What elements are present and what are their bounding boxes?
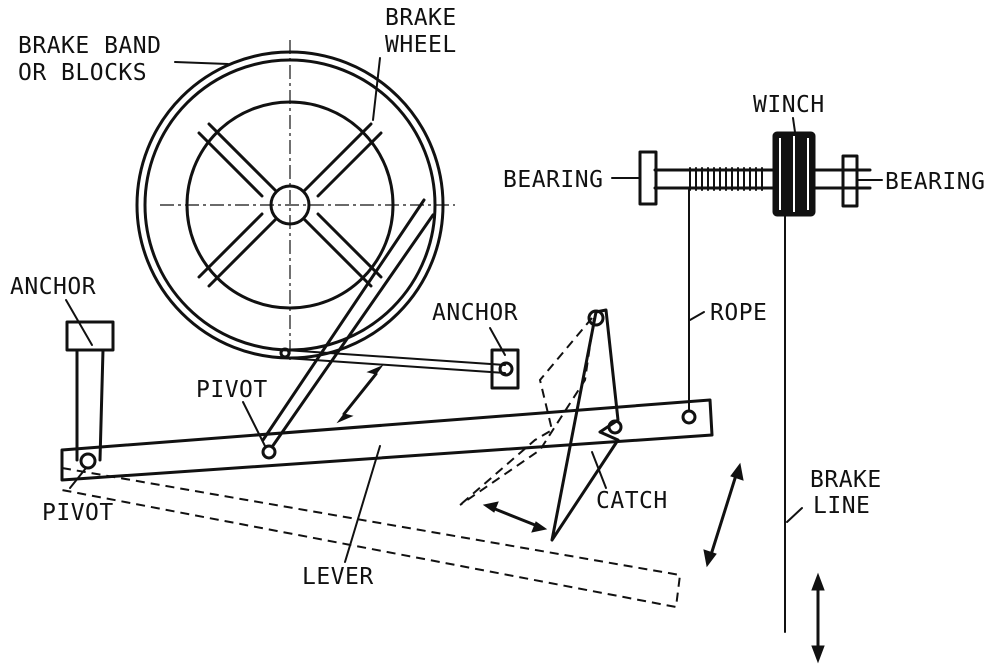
brake-wheel	[135, 40, 455, 360]
leader-winch	[792, 117, 796, 133]
bearing-right-housing	[841, 154, 859, 208]
winch-assembly	[638, 131, 872, 217]
catch-released-position	[459, 317, 595, 506]
anchor-right	[490, 348, 520, 390]
lever-bar	[60, 398, 714, 482]
tie-rod-pin	[279, 347, 291, 359]
label-brake-wheel-line2: WHEEL	[385, 32, 457, 58]
label-pivot-upper: PIVOT	[196, 377, 268, 403]
arrow-band-strap	[336, 364, 384, 424]
catch-top-pin	[587, 309, 605, 327]
label-pivot-lower: PIVOT	[42, 500, 114, 526]
label-bearing-left: BEARING	[503, 167, 603, 193]
label-lever: LEVER	[302, 564, 374, 590]
leader-rope	[689, 311, 705, 321]
catch-pawl	[550, 308, 620, 542]
anchor-left-block	[65, 320, 115, 352]
lever-main-pivot	[79, 452, 97, 470]
anchor-right-block	[490, 348, 520, 390]
lever-upper-pivot	[261, 444, 277, 460]
label-brake-line-line2: LINE	[813, 493, 870, 519]
label-anchor-left: ANCHOR	[10, 274, 96, 300]
leader-brake-line	[786, 507, 803, 523]
label-brake-band-line1: BRAKE BAND	[18, 33, 161, 59]
leader-anchor-right	[489, 327, 506, 356]
leader-pivot-lower	[69, 467, 87, 489]
label-catch: CATCH	[596, 488, 668, 514]
spoke	[302, 212, 383, 288]
spoke	[302, 122, 383, 198]
labels: BRAKE BAND OR BLOCKS BRAKE WHEEL WINCH B…	[10, 5, 985, 590]
arrow-catch	[482, 501, 548, 533]
leader-lines	[65, 57, 883, 563]
leader-lever	[344, 445, 381, 563]
band-strap-outer	[270, 213, 435, 449]
band-tie-rod	[279, 347, 506, 374]
label-brake-band-line2: OR BLOCKS	[18, 60, 147, 86]
spoke	[197, 212, 278, 288]
label-anchor-right: ANCHOR	[432, 300, 518, 326]
rope-attach-point	[681, 409, 697, 425]
anchor-left-post	[75, 348, 105, 462]
label-winch: WINCH	[753, 92, 825, 118]
leader-brake-band	[174, 61, 229, 65]
leader-pivot-upper	[242, 401, 266, 447]
anchor-left	[65, 320, 115, 462]
label-bearing-right: BEARING	[885, 169, 985, 195]
leader-brake-wheel	[372, 57, 381, 121]
anchor-right-pin	[498, 361, 514, 377]
leader-anchor-left	[65, 299, 93, 346]
arrow-lever	[703, 462, 744, 568]
label-brake-wheel-line1: BRAKE	[385, 5, 457, 31]
band-strap-inner	[261, 198, 426, 442]
label-rope: ROPE	[710, 300, 767, 326]
winch-rope-coil	[689, 167, 763, 191]
spoke	[197, 122, 278, 198]
tie-rod	[284, 349, 506, 374]
bearing-left-housing	[638, 150, 658, 206]
motion-arrows	[336, 364, 825, 664]
leader-catch	[591, 451, 607, 489]
catch	[550, 308, 620, 542]
winch-drum-flanges	[779, 136, 809, 212]
label-brake-line-line1: BRAKE	[810, 467, 882, 493]
arrow-brake-line	[811, 572, 825, 664]
